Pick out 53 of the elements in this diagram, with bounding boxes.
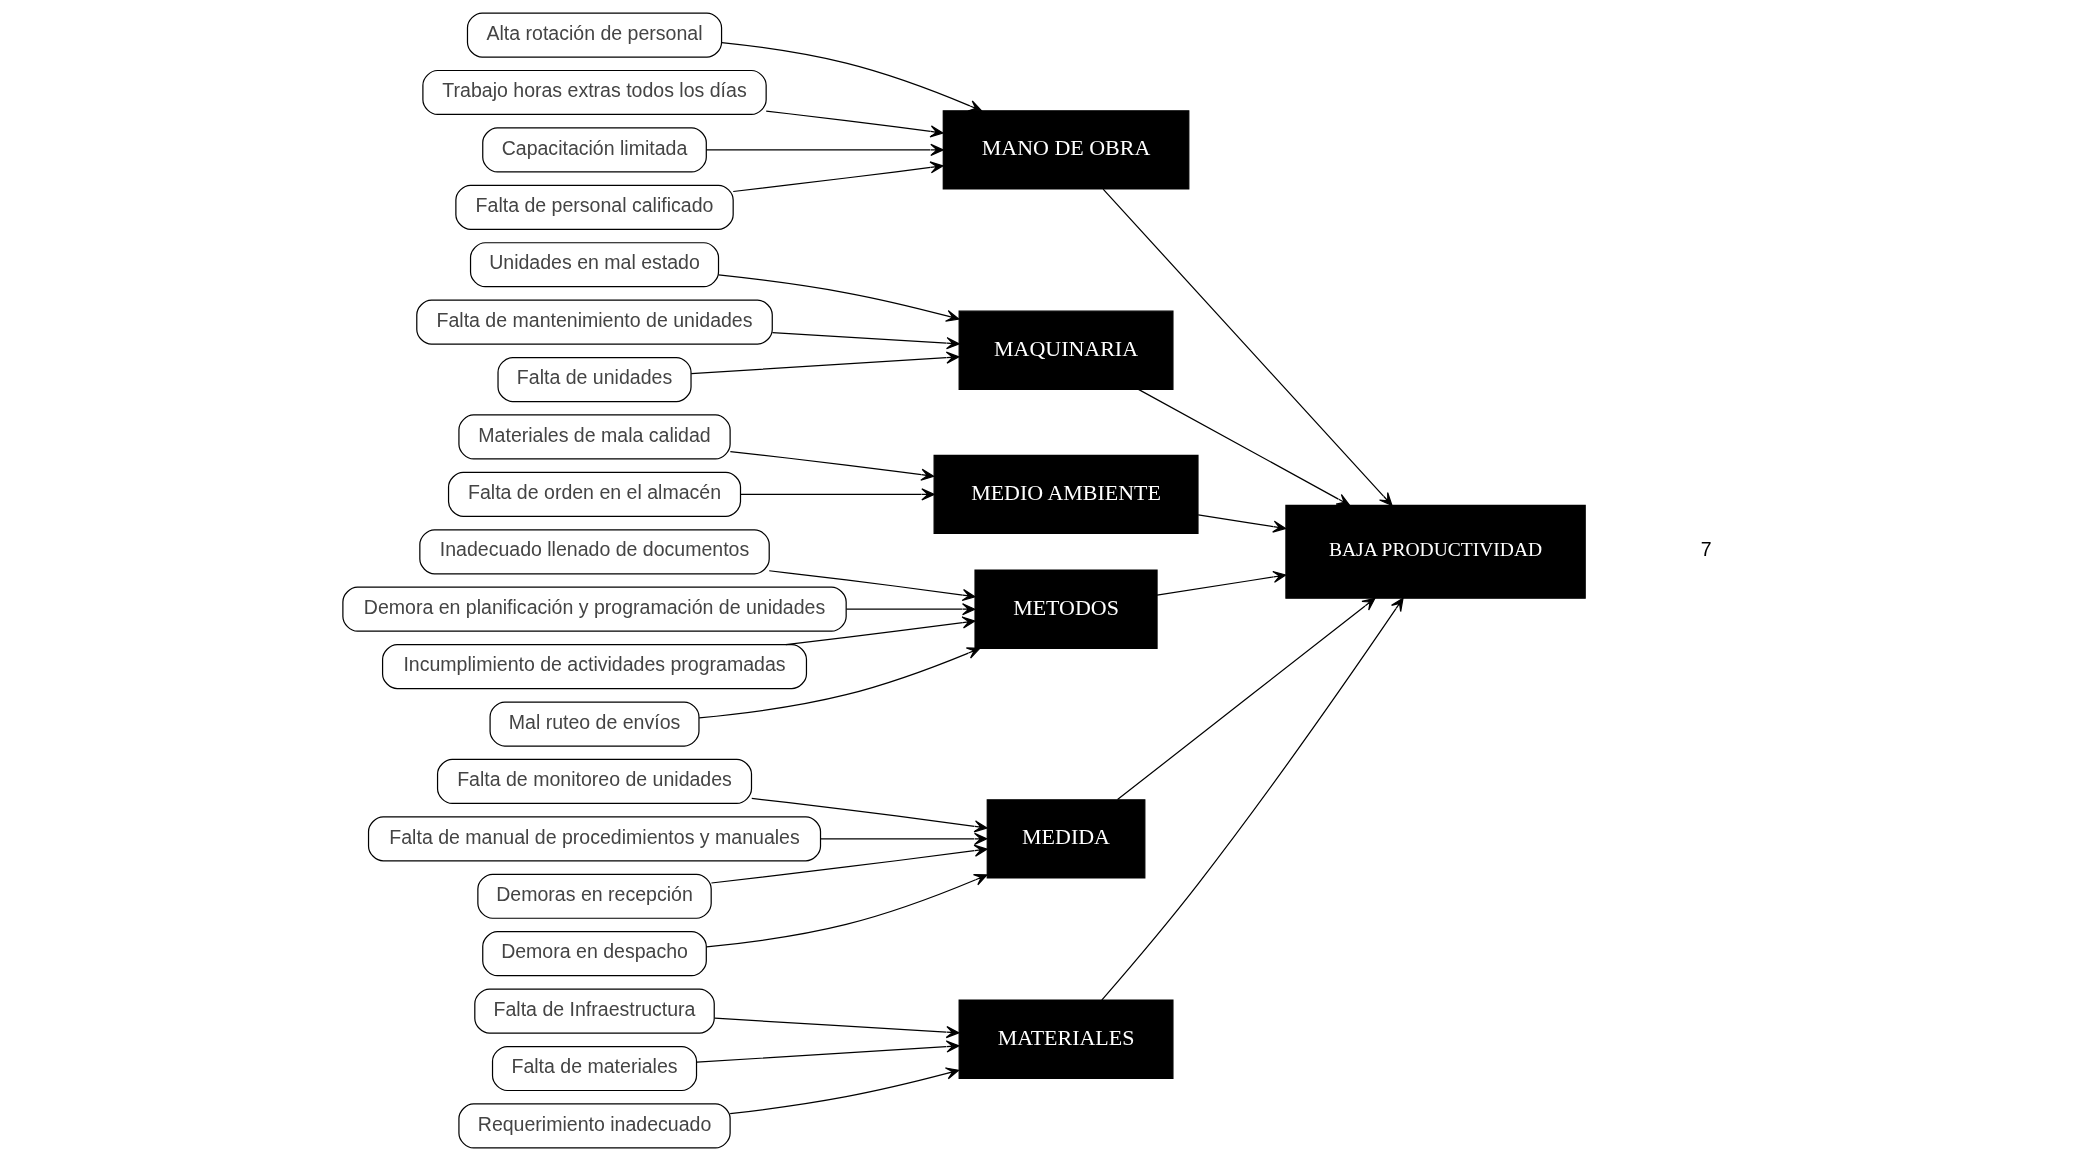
node-box: Falta de manual de procedimientos y manuales xyxy=(367,816,822,862)
arrow xyxy=(1137,388,1351,506)
node-box: Trabajo horas extras todos los días xyxy=(422,69,767,116)
arrow xyxy=(705,143,944,156)
label: 7 xyxy=(1700,538,1712,561)
arrow xyxy=(729,1067,960,1115)
node-box: Falta de unidades xyxy=(497,356,692,403)
node-box: Requerimiento inadecuado xyxy=(458,1103,731,1149)
node-box: Falta de personal calificado xyxy=(455,184,734,230)
arrow xyxy=(1116,597,1376,801)
node-box: MEDIO AMBIENTE xyxy=(933,454,1199,535)
arrow xyxy=(717,274,960,322)
arrow xyxy=(710,844,988,884)
node-box: MANO DE OBRA xyxy=(942,110,1190,190)
arrow xyxy=(768,570,976,602)
arrow xyxy=(696,1040,960,1063)
node-box: Falta de Infraestructura xyxy=(474,988,715,1034)
node-box: Falta de materiales xyxy=(491,1045,698,1092)
arrow xyxy=(714,1017,960,1039)
arrow xyxy=(721,42,982,112)
node-box: Demora en planificación y programación de unidades xyxy=(342,586,847,632)
node-box: MEDIDA xyxy=(986,799,1146,879)
arrow xyxy=(698,647,981,719)
node-box: METODOS xyxy=(974,569,1158,649)
node-box: Demoras en recepción xyxy=(477,873,712,919)
arrow xyxy=(1101,597,1404,1001)
node-box: Alta rotación de personal xyxy=(466,12,723,58)
node-box: Falta de orden en el almacén xyxy=(447,471,742,517)
arrow xyxy=(690,351,960,375)
node-box: Demora en despacho xyxy=(482,931,707,977)
arrow xyxy=(1102,188,1393,506)
arrow xyxy=(771,332,960,350)
arrow xyxy=(765,110,944,138)
arrow xyxy=(820,832,988,845)
arrow xyxy=(1156,570,1287,596)
arrow xyxy=(845,603,976,616)
node-box: Inadecuado llenado de documentos xyxy=(419,529,770,575)
arrow xyxy=(732,161,944,193)
arrow xyxy=(751,797,988,833)
arrow xyxy=(729,450,935,481)
node-box: BAJA PRODUCTIVIDAD xyxy=(1285,504,1586,599)
node-box: MAQUINARIA xyxy=(958,310,1174,390)
node-box: MATERIALES xyxy=(958,999,1174,1079)
arrow xyxy=(705,874,988,948)
node-box: Falta de monitoreo de unidades xyxy=(436,758,753,805)
node-box: Capacitación limitada xyxy=(482,127,707,173)
arrow xyxy=(1197,514,1287,533)
node-box: Unidades en mal estado xyxy=(469,242,720,288)
arrow xyxy=(740,488,935,501)
node-box: Incumplimiento de actividades programadas xyxy=(381,644,808,690)
node-box: Materiales de mala calidad xyxy=(458,414,731,460)
node-box: Mal ruteo de envíos xyxy=(489,701,700,747)
node-box: Falta de mantenimiento de unidades xyxy=(416,299,773,345)
